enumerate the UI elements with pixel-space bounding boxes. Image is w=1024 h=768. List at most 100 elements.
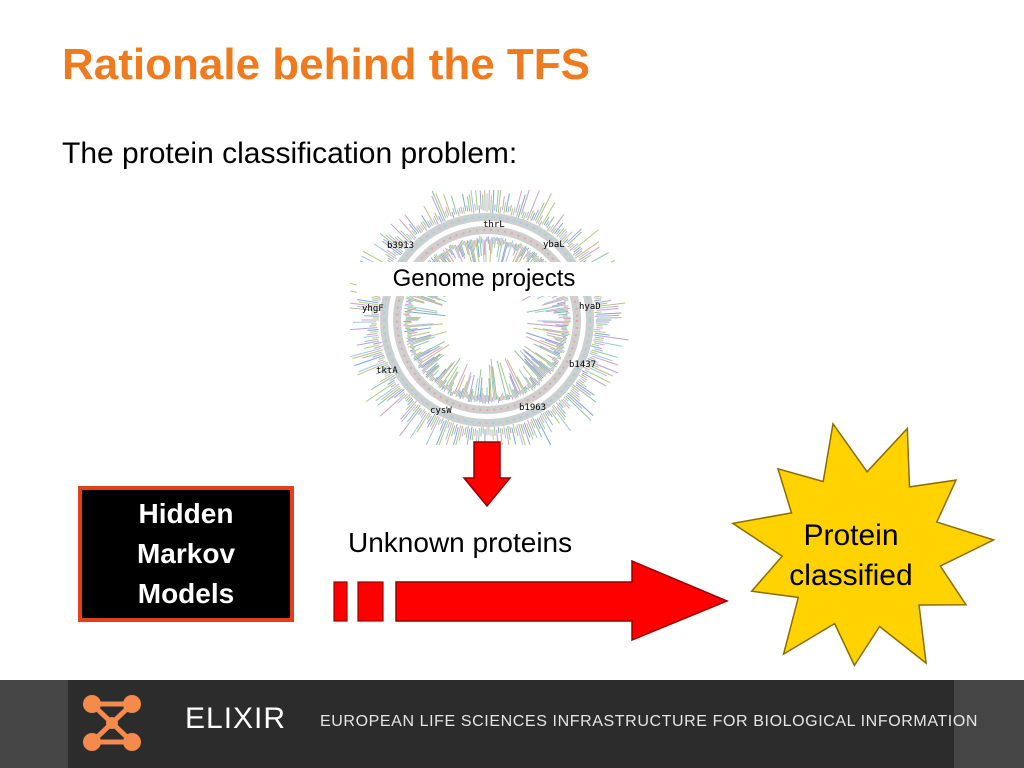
genome-spike (533, 377, 541, 386)
genome-spike (596, 312, 622, 315)
genome-spike (559, 230, 568, 240)
genome-spike (533, 343, 562, 359)
genome-spike (511, 243, 514, 248)
genome-spike (503, 202, 507, 214)
genome-spike (461, 381, 468, 398)
genome-spike (443, 193, 452, 217)
hmm-line: Markov (136, 538, 236, 569)
genome-spike (559, 341, 565, 345)
genome-spike (465, 391, 469, 398)
genome-spike (404, 310, 446, 317)
genome-spike (411, 229, 417, 236)
genome-spike (382, 240, 402, 256)
genome-spike (515, 426, 519, 437)
genome-spike (490, 195, 492, 213)
genome-spike (527, 323, 567, 328)
genome-spike (427, 220, 432, 227)
genome-spike (410, 336, 436, 346)
genome-spike (473, 240, 476, 247)
genome-spike (500, 396, 502, 401)
genome-spike (434, 368, 447, 383)
genome-spike (400, 230, 413, 243)
genome-spike (512, 423, 516, 434)
genome-spike (422, 354, 445, 373)
genome-spike (405, 316, 421, 319)
genome-spike (407, 306, 417, 310)
genome-spike (405, 323, 443, 328)
genome-spike (512, 244, 515, 249)
genome-spike (390, 383, 397, 388)
genome-spike (534, 352, 557, 368)
genome-spike (430, 376, 435, 382)
genome-spike (393, 389, 405, 399)
genome-spike (550, 367, 555, 371)
genome-spike (457, 245, 464, 257)
genome-spike (560, 399, 570, 409)
genome-spike (479, 236, 482, 256)
genome-spike (550, 214, 565, 233)
genome-spike (492, 190, 495, 214)
genome-spike (383, 238, 403, 255)
genome-spike (394, 236, 408, 249)
genome-spike (462, 372, 472, 400)
genome-spike (352, 349, 384, 360)
genome-spike (532, 209, 539, 221)
starburst-icon (730, 421, 996, 667)
genome-spike (525, 332, 564, 346)
genome-spike (566, 228, 582, 244)
genome-spike (526, 423, 534, 440)
genome-spike (499, 237, 503, 247)
genome-spike (497, 427, 500, 434)
genome-spike (472, 240, 476, 251)
genome-spike (413, 349, 431, 360)
genome-spike (412, 351, 417, 354)
genome-spike (507, 425, 511, 440)
genome-spike (407, 337, 417, 341)
genome-spike (507, 242, 510, 248)
result-line: Protein (803, 519, 899, 552)
genome-spike (547, 354, 560, 362)
genome-spike (421, 357, 439, 372)
genome-spike (384, 372, 392, 378)
genome-spike (387, 257, 394, 262)
genome-spike (584, 364, 608, 377)
genome-spike (492, 366, 498, 400)
genome-spike (538, 360, 554, 373)
genome-spike (401, 404, 417, 423)
genome-spike (456, 245, 460, 252)
genome-spike (422, 370, 427, 375)
genome-spike (511, 427, 517, 445)
genome-spike (453, 363, 468, 395)
genome-spike (564, 299, 569, 302)
genome-spike (546, 216, 555, 229)
genome-spike (501, 196, 505, 211)
genome-spike (526, 304, 566, 313)
genome-spike (449, 244, 453, 250)
genome-spike (386, 388, 403, 402)
genome-spike (595, 299, 612, 304)
genome-spike (532, 255, 538, 261)
genome-spike (589, 352, 613, 362)
genome-spike (365, 381, 396, 403)
genome-spike (560, 328, 568, 331)
genome-spike (503, 425, 507, 439)
genome-spike (520, 190, 530, 215)
genome-spike (519, 350, 547, 376)
genome-spike (541, 202, 556, 225)
genome-spike (547, 410, 553, 418)
genome-spike (596, 307, 619, 311)
genome-spike (558, 228, 567, 238)
genome-spike (452, 207, 456, 215)
genome-spike (408, 331, 447, 343)
genome-spike (461, 427, 465, 437)
genome-spike (590, 351, 598, 355)
genome-spike (410, 347, 421, 353)
genome-spike (526, 252, 532, 260)
genome-spike (578, 246, 600, 261)
genome-spike (556, 301, 566, 305)
genome-spike (531, 358, 548, 374)
genome-spike (526, 247, 530, 252)
genome-spike (446, 248, 450, 253)
genome-spike (445, 422, 455, 445)
genome-spike (384, 371, 391, 375)
